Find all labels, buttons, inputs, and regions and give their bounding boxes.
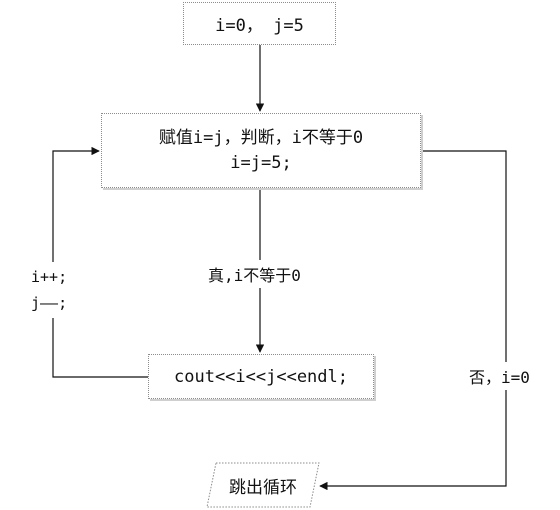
increment-label: i++; j––; <box>28 262 71 318</box>
exit-loop-text: 跳出循环 <box>229 477 297 498</box>
init-text: i=0， j=5 <box>215 16 304 36</box>
decrement-j-text: j––; <box>31 294 68 312</box>
true-branch-label: 真,i不等于0 <box>205 260 304 288</box>
init-box: i=0， j=5 <box>183 2 336 45</box>
exit-parallelogram <box>206 462 320 508</box>
print-statement-box: cout<<i<<j<<endl; <box>148 354 374 399</box>
arrow-false-to-exit <box>319 150 507 491</box>
assign-value-text: i=j=5; <box>230 152 292 173</box>
increment-i-text: i++; <box>31 268 68 286</box>
false-branch-label: 否，i=0 <box>466 362 533 390</box>
assign-condition-box: 赋值i=j，判断，i不等于0 i=j=5; <box>101 113 421 188</box>
print-statement-text: cout<<i<<j<<endl; <box>174 366 348 387</box>
assign-condition-text: 赋值i=j，判断，i不等于0 <box>158 127 364 148</box>
